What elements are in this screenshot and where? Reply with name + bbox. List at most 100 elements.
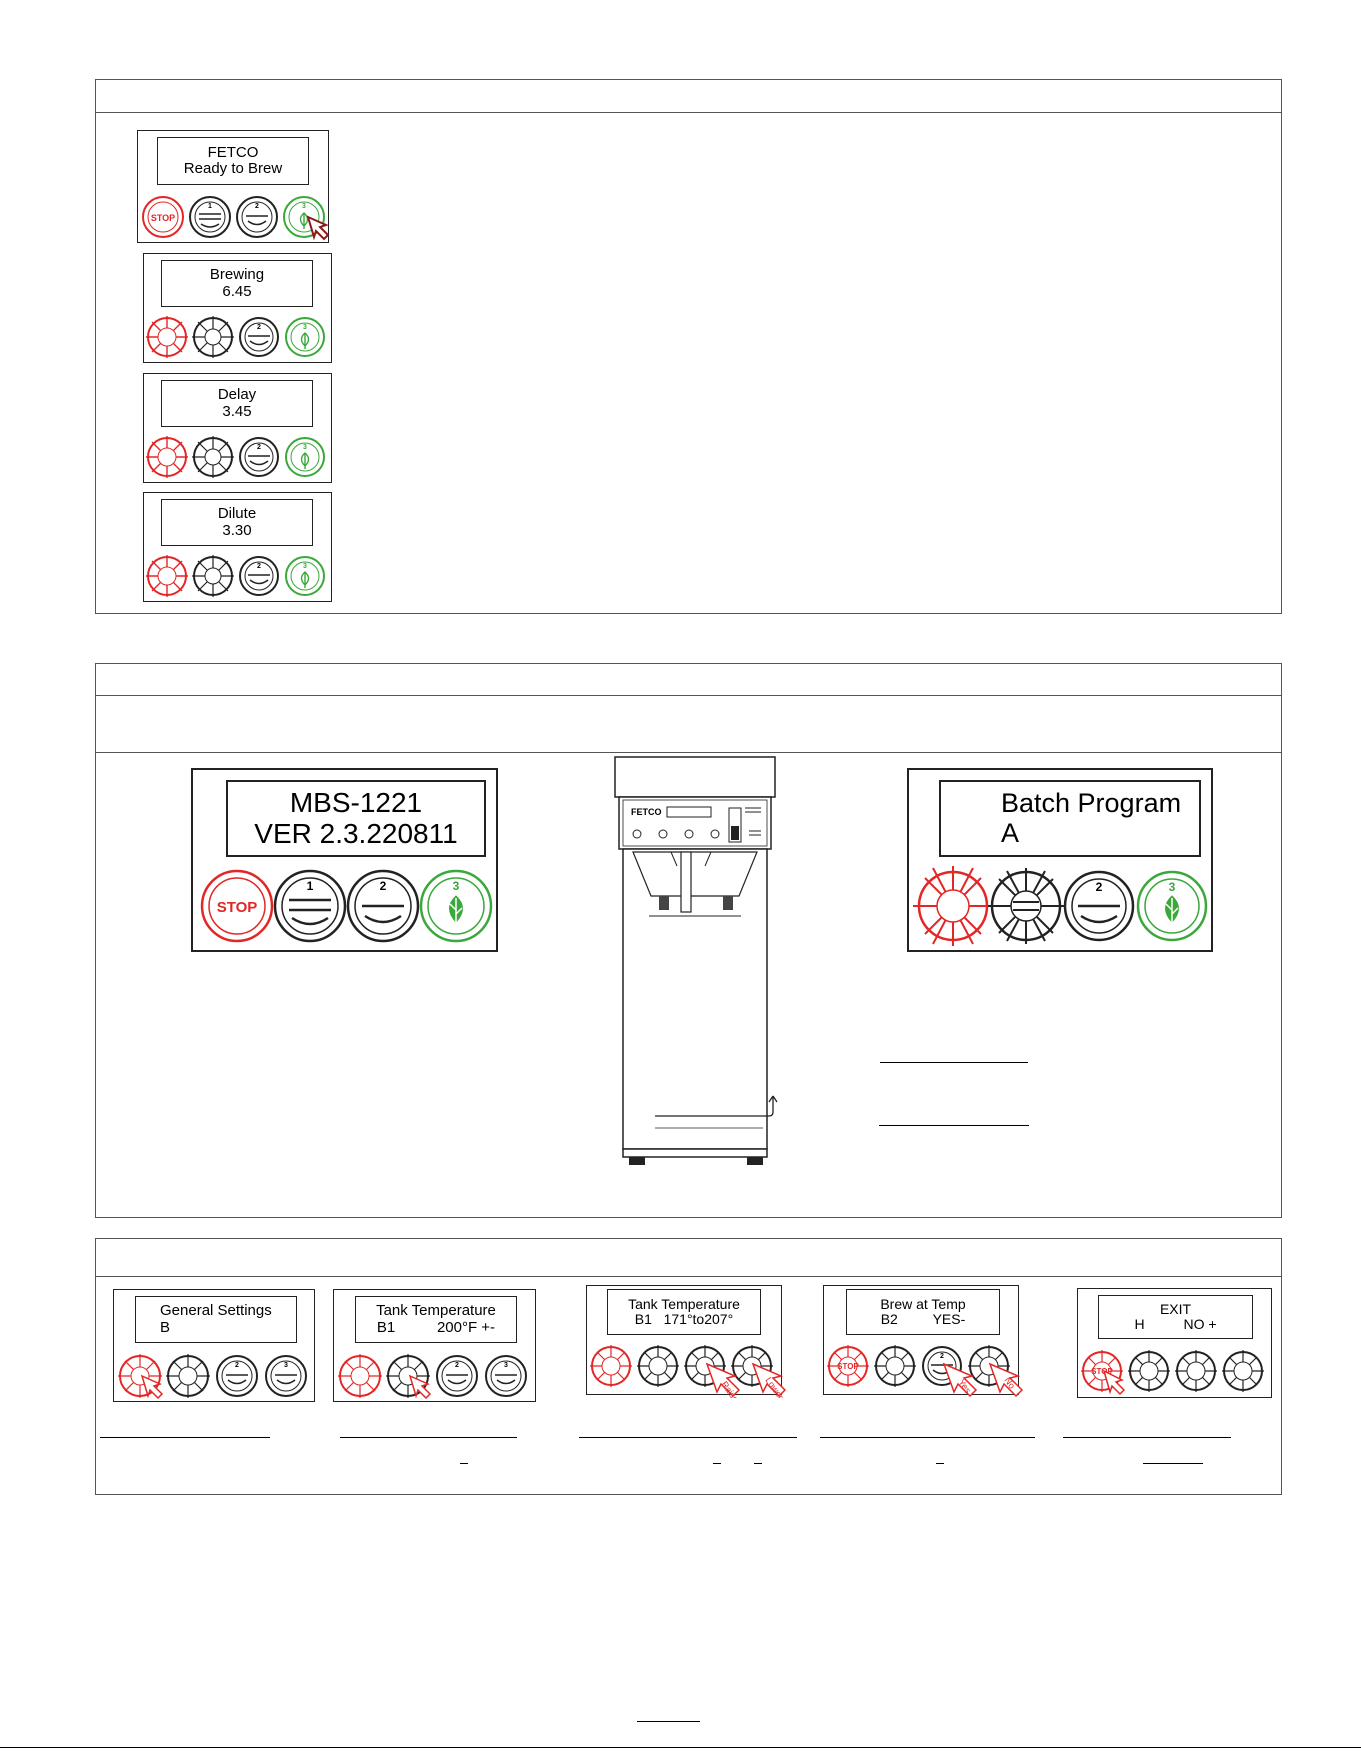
stop-label: STOP bbox=[217, 899, 258, 916]
brew-3-button[interactable]: 3 bbox=[285, 556, 325, 596]
stop-button-flashing[interactable] bbox=[146, 436, 188, 478]
brew-1-button[interactable]: 1 bbox=[273, 869, 347, 943]
section-brew-cycle: FETCO Ready to Brew STOP 1 2 3 Brewing 6… bbox=[95, 79, 1282, 614]
lcd-line-1: General Settings bbox=[160, 1302, 272, 1319]
button-2-label: 2 bbox=[455, 1362, 459, 1369]
button-2-label: 2 bbox=[1096, 880, 1103, 894]
no-arrow-icon: No bbox=[988, 1362, 1024, 1398]
brew-2-button[interactable]: 2 bbox=[239, 437, 279, 477]
brew-2-button[interactable]: 2 bbox=[1063, 870, 1135, 942]
section-header bbox=[96, 1239, 1281, 1277]
stop-button[interactable]: STOP bbox=[142, 196, 184, 238]
stop-button-flashing[interactable] bbox=[146, 555, 188, 597]
lcd-display: Brewing 6.45 bbox=[161, 260, 313, 307]
button-1-label: 1 bbox=[208, 203, 212, 210]
lcd-line-2: B bbox=[160, 1318, 171, 1336]
underline-mark bbox=[1143, 1463, 1203, 1464]
brew-2-button[interactable]: 2 bbox=[436, 1355, 478, 1397]
stop-button-flashing[interactable] bbox=[146, 316, 188, 358]
brew-3-button[interactable]: 3 bbox=[265, 1355, 307, 1397]
button-row: STOP 1 2 3 bbox=[199, 866, 495, 948]
brew-2-button[interactable]: 2 bbox=[239, 317, 279, 357]
lcd-display: Batch Program A bbox=[939, 780, 1201, 857]
brew-2-button-flashing[interactable] bbox=[1175, 1350, 1217, 1392]
button-3-label: 3 bbox=[1169, 880, 1176, 894]
button-row: 2 3 bbox=[144, 314, 332, 362]
brew-1-button[interactable]: 1 bbox=[189, 196, 231, 238]
control-panel-general-settings: General Settings B 2 3 bbox=[113, 1289, 315, 1402]
brew-3-button[interactable]: 3 bbox=[485, 1355, 527, 1397]
section-header bbox=[96, 664, 1281, 696]
brew-2-button[interactable]: 2 bbox=[346, 869, 420, 943]
lcd-line-2: Ready to Brew bbox=[183, 160, 283, 177]
control-panel-brewing: Brewing 6.45 2 3 bbox=[143, 253, 332, 363]
stop-button[interactable]: STOP bbox=[200, 869, 274, 943]
lcd-display: Tank Temperature B1 171°to207° bbox=[607, 1289, 761, 1335]
brew-3-button-flashing[interactable] bbox=[1222, 1350, 1264, 1392]
button-2-label: 2 bbox=[257, 324, 261, 331]
control-panel-ready: FETCO Ready to Brew STOP 1 2 3 bbox=[137, 130, 330, 243]
lcd-line-1: Delay bbox=[217, 386, 257, 403]
brew-1-button-flashing[interactable] bbox=[192, 555, 234, 597]
button-3-label: 3 bbox=[303, 563, 307, 570]
button-3-label: 3 bbox=[302, 203, 306, 210]
underline-blank bbox=[820, 1437, 1035, 1438]
button-2-label: 2 bbox=[940, 1353, 944, 1360]
brew-1-button-flashing[interactable] bbox=[988, 868, 1064, 944]
stop-button-flashing[interactable] bbox=[590, 1345, 632, 1387]
brew-1-button-flashing[interactable] bbox=[1128, 1350, 1170, 1392]
lcd-line-1: Tank Temperature bbox=[628, 1295, 740, 1312]
brew-1-button-flashing[interactable] bbox=[192, 316, 234, 358]
button-2-label: 2 bbox=[235, 1362, 239, 1369]
underline-blank-1 bbox=[880, 1062, 1028, 1063]
lcd-display: FETCO Ready to Brew bbox=[157, 137, 309, 185]
button-row: 2 3 bbox=[913, 864, 1211, 948]
lcd-line-2: B2 YES- bbox=[880, 1311, 966, 1327]
button-row: 2 3 bbox=[116, 1352, 314, 1400]
section-general-settings: General Settings B 2 3 Tank Temperature … bbox=[95, 1238, 1282, 1495]
lcd-line-1: Batch Program bbox=[1001, 787, 1182, 818]
stop-label: STOP bbox=[837, 1362, 859, 1371]
lcd-display: Brew at Temp B2 YES- bbox=[846, 1289, 1000, 1335]
section-subheader bbox=[96, 695, 1281, 753]
lcd-line-2: B1 200°F +- bbox=[376, 1318, 496, 1336]
control-panel-brew-at-temp: Brew at Temp B2 YES- STOP 2 Yes No bbox=[823, 1285, 1024, 1398]
brewer-logo: FETCO bbox=[631, 807, 662, 817]
brew-2-button[interactable]: 2 bbox=[236, 196, 278, 238]
control-panel-exit: EXIT H NO + STOP bbox=[1077, 1288, 1272, 1398]
underline-mark bbox=[754, 1463, 762, 1464]
lcd-line-2: 3.30 bbox=[222, 521, 252, 539]
stop-button-flashing[interactable]: STOP bbox=[827, 1345, 869, 1387]
lcd-display: EXIT H NO + bbox=[1098, 1295, 1253, 1339]
control-panel-dilute: Dilute 3.30 2 3 bbox=[143, 492, 332, 602]
button-row: 2 3 bbox=[336, 1352, 534, 1400]
lcd-line-2: B1 171°to207° bbox=[634, 1311, 734, 1327]
brew-1-button-flashing[interactable] bbox=[166, 1354, 210, 1398]
lcd-line-2: VER 2.3.220811 bbox=[254, 817, 458, 849]
underline-blank bbox=[579, 1437, 797, 1438]
stop-button-flashing[interactable] bbox=[913, 866, 993, 946]
brew-1-button-flashing[interactable] bbox=[637, 1345, 679, 1387]
lcd-line-1: Brewing bbox=[209, 266, 265, 283]
button-1-label: 1 bbox=[307, 879, 314, 893]
lcd-line-1: FETCO bbox=[207, 143, 259, 161]
stop-button-flashing[interactable] bbox=[338, 1354, 382, 1398]
brew-1-button-flashing[interactable] bbox=[192, 436, 234, 478]
press-arrow-icon bbox=[1102, 1369, 1126, 1396]
button-row: STOP 2 Yes No bbox=[826, 1342, 1028, 1398]
underline-mark bbox=[713, 1463, 721, 1464]
brew-2-button[interactable]: 2 bbox=[239, 556, 279, 596]
lcd-line-2: A bbox=[1001, 817, 1020, 848]
button-2-label: 2 bbox=[380, 879, 387, 893]
brew-3-button[interactable]: 3 bbox=[285, 437, 325, 477]
button-3-label: 3 bbox=[303, 324, 307, 331]
brew-3-button[interactable]: 3 bbox=[285, 317, 325, 357]
brew-2-button[interactable]: 2 bbox=[216, 1355, 258, 1397]
brew-3-button[interactable]: 3 bbox=[419, 869, 493, 943]
brew-3-button[interactable]: 3 bbox=[1136, 870, 1208, 942]
lcd-line-2: 6.45 bbox=[222, 282, 252, 300]
lcd-line-2: H NO + bbox=[1134, 1316, 1217, 1332]
brew-1-button-flashing[interactable] bbox=[874, 1345, 916, 1387]
lcd-line-1: Dilute bbox=[217, 505, 257, 522]
press-arrow-icon bbox=[306, 215, 330, 241]
